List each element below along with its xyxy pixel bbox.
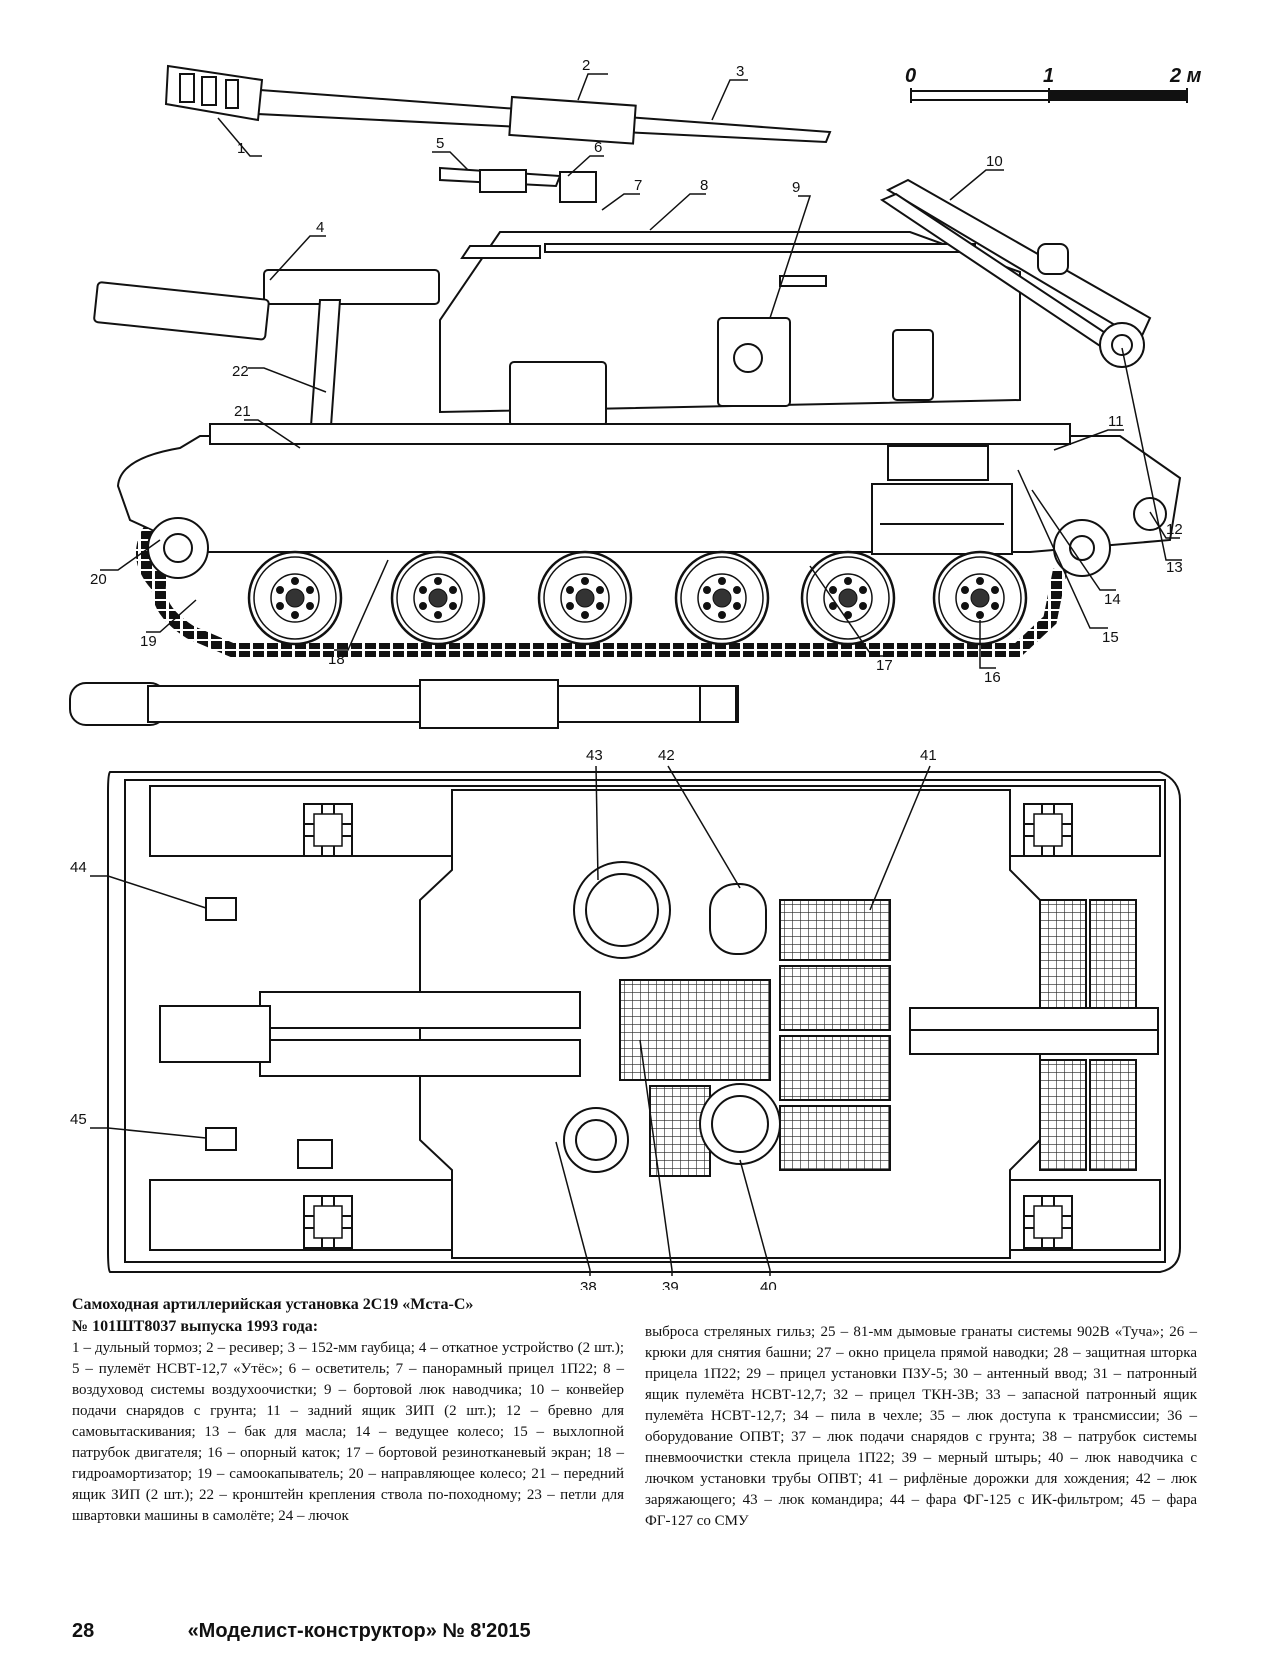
scale-label-1: 1: [1043, 65, 1054, 87]
callout-41: 41: [920, 747, 937, 764]
callout-42: 42: [658, 747, 675, 764]
technical-drawing: 0 1 2 м: [69, 57, 1202, 1290]
callout-7: 7: [634, 177, 642, 194]
callout-14: 14: [1104, 591, 1121, 608]
callout-1: 1: [237, 140, 245, 157]
callout-3: 3: [736, 63, 744, 80]
callout-5: 5: [436, 135, 444, 152]
callout-8: 8: [700, 177, 708, 194]
callout-11: 11: [1108, 413, 1124, 430]
callout-38: 38: [580, 1279, 597, 1290]
caption-body-right: выброса стреляных гильз; 25 – 81-мм дымо…: [645, 1324, 1197, 1529]
callout-19: 19: [140, 633, 157, 650]
callout-10: 10: [986, 153, 1003, 170]
barrel-plan: [69, 679, 739, 729]
side-callout-labels: 1 2 3 4 5 6 7 8 9 10 11 12 13 14 15 16 1…: [90, 57, 1183, 686]
callout-12: 12: [1166, 521, 1183, 538]
magazine-name: «Моделист-конструктор» № 8'2015: [187, 1620, 531, 1642]
callout-40: 40: [760, 1279, 777, 1290]
scale-bar: 0 1 2 м: [905, 65, 1202, 103]
callout-6: 6: [594, 139, 602, 156]
scale-label-0: 0: [905, 65, 916, 87]
callout-44: 44: [70, 859, 87, 876]
caption-body-left: 1 – дульный тормоз; 2 – ресивер; 3 – 152…: [72, 1340, 624, 1524]
side-callouts: [100, 73, 1182, 669]
top-callout-labels: 43 42 41 44 45 38 39 40: [70, 747, 937, 1290]
callout-45: 45: [70, 1111, 87, 1128]
callout-39: 39: [662, 1279, 679, 1290]
caption-title-line-1: Самоходная артиллерийская установка 2С19…: [72, 1296, 474, 1313]
callout-2: 2: [582, 57, 590, 74]
callout-43: 43: [586, 747, 603, 764]
scale-label-2: 2 м: [1169, 65, 1202, 87]
callout-4: 4: [316, 219, 324, 236]
side-view: [93, 64, 1182, 657]
caption-left-column: Самоходная артиллерийская установка 2С19…: [72, 1294, 624, 1527]
callout-18: 18: [328, 651, 345, 668]
callout-9: 9: [792, 179, 800, 196]
page-footer: 28 «Моделист-конструктор» № 8'2015: [72, 1620, 972, 1643]
callout-17: 17: [876, 657, 893, 674]
callout-21: 21: [234, 403, 251, 420]
caption-right-column: выброса стреляных гильз; 25 – 81-мм дымо…: [645, 1322, 1197, 1532]
caption-title-line-2: № 101ШТ8037 выпуска 1993 года:: [72, 1318, 319, 1335]
page-number: 28: [72, 1620, 95, 1642]
callout-22: 22: [232, 363, 249, 380]
callout-16: 16: [984, 669, 1001, 686]
muzzle-brake: [164, 64, 264, 122]
top-view: [107, 771, 1181, 1273]
top-callouts: [90, 765, 931, 1276]
callout-15: 15: [1102, 629, 1119, 646]
callout-13: 13: [1166, 559, 1183, 576]
ammo-conveyor: [879, 178, 1152, 368]
callout-20: 20: [90, 571, 107, 588]
